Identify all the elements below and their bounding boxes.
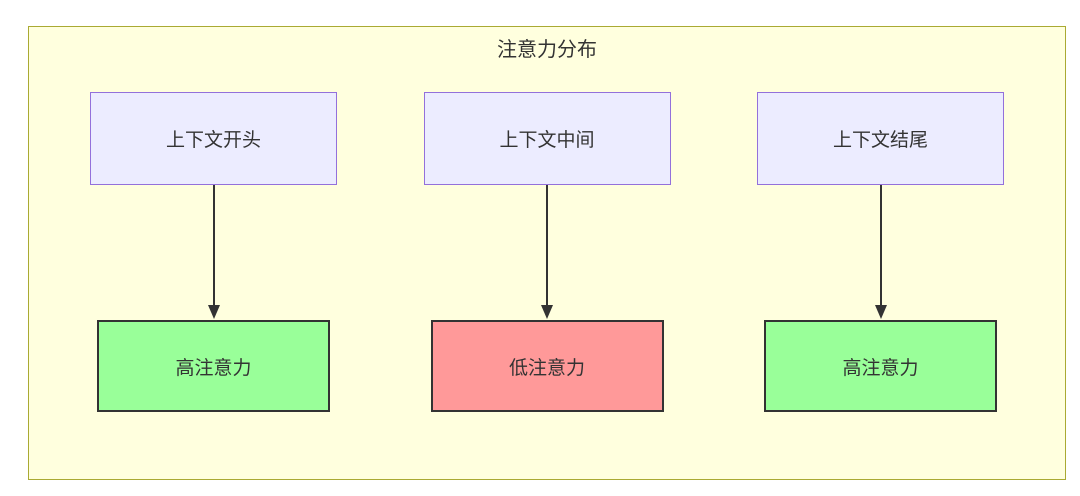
attention-cluster: 注意力分布 上下文开头 高注意力 上下文中间	[28, 26, 1066, 480]
node-context-middle: 上下文中间	[423, 92, 671, 185]
cluster-title: 注意力分布	[497, 39, 597, 61]
arrow-down-icon	[206, 185, 222, 320]
flow-column-context-end: 上下文结尾 高注意力	[757, 92, 1004, 412]
node-high-attention-1: 高注意力	[97, 320, 330, 412]
node-high-attention-2: 高注意力	[764, 320, 997, 412]
flow-column-context-start: 上下文开头 高注意力	[90, 92, 337, 412]
flow-columns: 上下文开头 高注意力 上下文中间 低注意力	[29, 92, 1065, 412]
node-context-end: 上下文结尾	[757, 92, 1004, 185]
arrow-down-icon	[873, 185, 889, 320]
node-low-attention: 低注意力	[430, 320, 664, 412]
node-context-start: 上下文开头	[90, 92, 337, 185]
arrow-down-icon	[539, 185, 555, 320]
flow-column-context-middle: 上下文中间 低注意力	[423, 92, 671, 412]
